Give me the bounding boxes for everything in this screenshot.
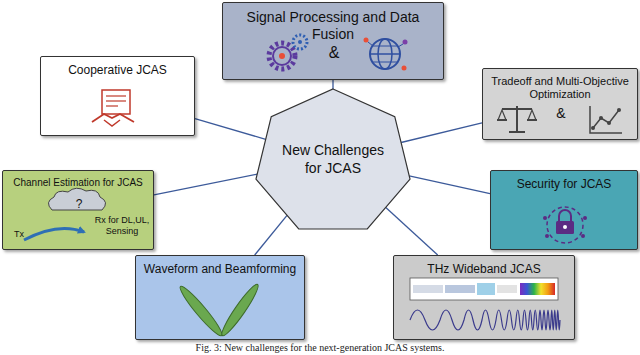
lock-icon [543,207,587,243]
figure-caption: Fig. 3: New challenges for the next-gene… [0,342,640,354]
box-annotation: & [324,43,344,62]
connector-line [195,119,266,140]
box-title: Tradeoff and Multi-Objective Optimizatio… [483,69,637,101]
challenge-box: THz Wideband JCAS [393,255,575,340]
heptagon-shape [256,89,410,229]
box-annotation: ? [69,197,89,211]
box-annotation: & [551,105,571,122]
challenge-box: Cooperative JCAS [40,56,195,136]
challenge-box: Channel Estimation for JCAS? Tx Rx for DL,… [2,170,154,250]
box-title: Signal Processing and Data Fusion [223,3,443,43]
connector-line [401,123,482,143]
connector-line [386,207,438,255]
connector-line [409,176,490,194]
heptagon-outline [253,88,413,230]
connector-line [154,174,257,195]
connector-line [255,215,287,255]
box-annotation: Rx for DL,UL, Sensing [91,215,153,237]
center-heptagon: New Challenges for JCAS [253,88,413,230]
challenge-box: Waveform and Beamforming [135,255,305,340]
beam-icon [177,282,262,339]
challenge-box: Signal Processing and Data Fusion& [222,2,444,80]
box-title: THz Wideband JCAS [394,256,574,276]
scales-icon [497,106,537,132]
handshake-icon [92,90,134,126]
challenge-box: Security for JCAS [490,170,638,250]
gear-icon [269,35,307,69]
challenge-box: Tradeoff and Multi-Objective Optimizatio… [482,68,638,140]
connector-line [332,80,333,89]
box-title: Cooperative JCAS [41,57,194,77]
chart-icon [590,106,622,133]
heptagon-text-area: New Challenges for JCAS [278,88,388,230]
chirp-wave [410,310,560,330]
box-title: Waveform and Beamforming [136,256,304,276]
spectrum-icon [410,278,558,300]
channel-cloud [24,188,106,240]
box-title: Channel Estimation for JCAS [3,171,153,189]
box-annotation: Tx [9,229,29,240]
center-title: New Challenges for JCAS [278,141,388,177]
globe-icon [364,38,408,71]
box-title: Security for JCAS [491,171,637,191]
